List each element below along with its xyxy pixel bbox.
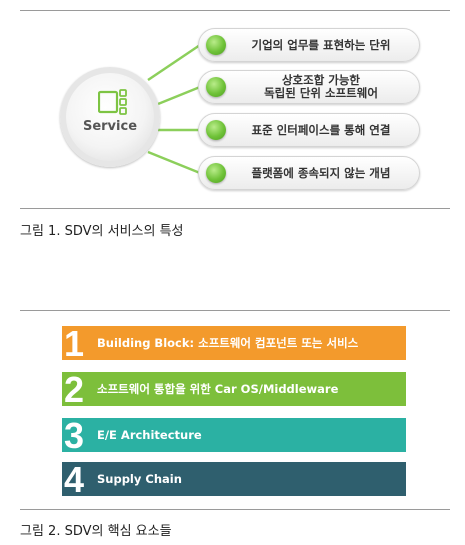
element-label: 소프트웨어 통합을 위한 Car OS/Middleware — [97, 382, 339, 396]
characteristic-pill-2: 상호조합 가능한 독립된 단위 소프트웨어 — [198, 70, 420, 104]
caption-1-rule — [20, 208, 450, 209]
element-label: Supply Chain — [97, 472, 182, 486]
green-bullet-icon — [206, 163, 226, 183]
figure-2-caption: 그림 2. SDV의 핵심 요소들 — [20, 524, 172, 539]
service-label: Service — [82, 119, 138, 134]
service-blocks-icon — [98, 89, 127, 115]
element-number: 3 — [64, 415, 85, 456]
figure-1-service-diagram: Service 기업의 업무를 표현하는 단위 상호조합 가능한 독립된 단위 … — [0, 0, 465, 250]
core-element-3: 3 E/E Architecture — [62, 416, 406, 456]
figure-1-caption: 그림 1. SDV의 서비스의 특성 — [20, 224, 184, 239]
element-number: 2 — [64, 369, 85, 410]
element-label: E/E Architecture — [97, 428, 202, 442]
core-element-1: 1 Building Block: 소프트웨어 컴포넌트 또는 서비스 — [62, 324, 406, 364]
top-rule — [20, 10, 450, 11]
characteristic-text: 기업의 업무를 표현하는 단위 — [251, 37, 391, 52]
characteristic-pill-4: 플랫폼에 종속되지 않는 개념 — [198, 156, 420, 190]
characteristic-text: 상호조합 가능한 독립된 단위 소프트웨어 — [264, 73, 378, 100]
element-label: Building Block: 소프트웨어 컴포넌트 또는 서비스 — [97, 336, 359, 350]
connector-line-2 — [157, 85, 201, 106]
element-number: 4 — [64, 459, 85, 500]
characteristic-pill-3: 표준 인터페이스를 통해 연결 — [198, 113, 420, 147]
characteristic-pill-1: 기업의 업무를 표현하는 단위 — [198, 28, 420, 62]
green-bullet-icon — [206, 77, 226, 97]
core-element-2: 2 소프트웨어 통합을 위한 Car OS/Middleware — [62, 370, 406, 410]
caption-2-rule — [20, 509, 450, 510]
core-element-4: 4 Supply Chain — [62, 460, 406, 500]
connector-lines — [147, 43, 201, 175]
service-circle: Service — [60, 67, 160, 167]
connector-line-1 — [147, 43, 201, 82]
element-number: 1 — [64, 323, 85, 364]
figure-2-top-rule — [20, 310, 450, 311]
green-bullet-icon — [206, 35, 226, 55]
characteristic-text: 플랫폼에 종속되지 않는 개념 — [251, 165, 391, 180]
characteristic-text: 표준 인터페이스를 통해 연결 — [251, 122, 391, 137]
green-bullet-icon — [206, 120, 226, 140]
connector-line-4 — [147, 150, 201, 175]
